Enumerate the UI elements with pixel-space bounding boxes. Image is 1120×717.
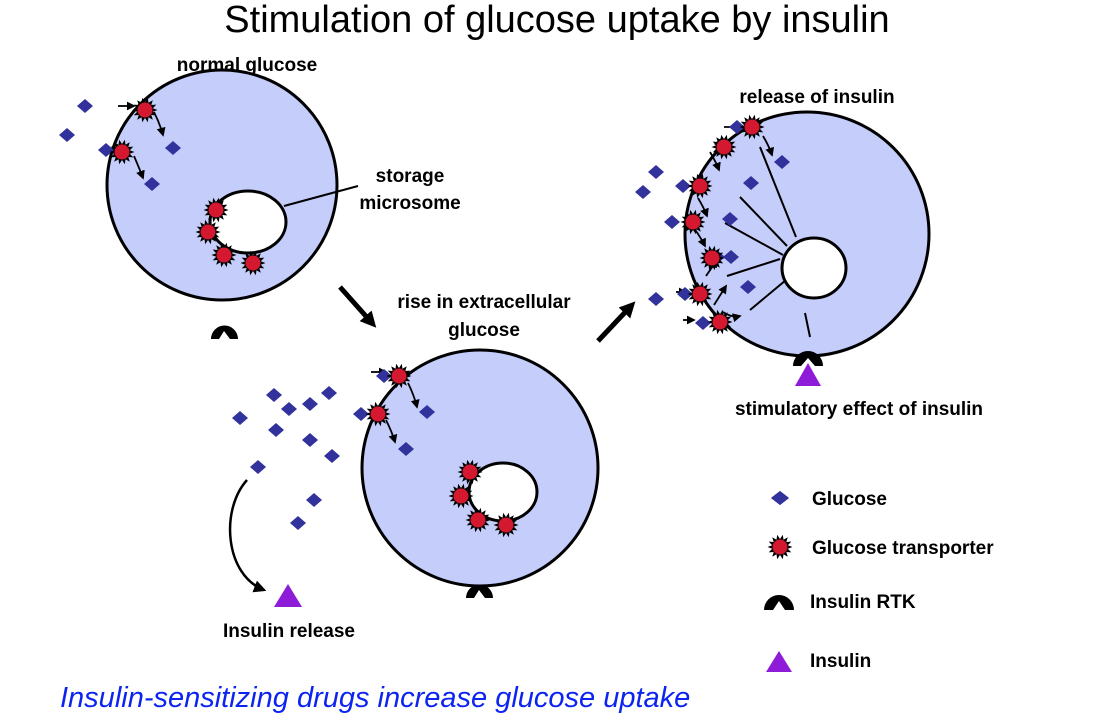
glucose-diamond <box>723 250 739 264</box>
glucose-diamond <box>165 141 181 155</box>
legend-insulin-icon <box>766 651 792 672</box>
glucose-group <box>59 99 790 530</box>
glucose-transporter-icon <box>465 507 491 533</box>
glucose-transporter-icon <box>448 483 474 509</box>
insulin-rtk-stimulated <box>793 351 823 366</box>
glucose-diamond <box>722 212 738 226</box>
caption: Insulin-sensitizing drugs increase gluco… <box>60 682 690 714</box>
glucose-transporter-icon <box>687 173 713 199</box>
glucose-diamond <box>648 292 664 306</box>
legend: Glucose Glucose transporter Insulin RTK … <box>764 489 994 672</box>
glucose-diamond <box>774 155 790 169</box>
glucose-diamond <box>353 407 369 421</box>
glucose-diamond <box>302 397 318 411</box>
glucose-transporter-icon <box>457 459 483 485</box>
label-normal-glucose: normal glucose <box>177 55 317 76</box>
glucose-transporter-icon <box>195 219 221 245</box>
glucose-diamond <box>281 402 297 416</box>
glucose-diamond <box>232 411 248 425</box>
glucose-diamond <box>740 280 756 294</box>
glucose-transporter-icon <box>739 114 765 140</box>
glucose-diamond <box>77 99 93 113</box>
glucose-diamond <box>59 128 75 142</box>
glucose-diamond <box>729 120 745 134</box>
glucose-diamond <box>321 386 337 400</box>
glucose-diamond <box>648 165 664 179</box>
glucose-diamond <box>398 442 414 456</box>
glucose-transporter-icon <box>132 97 158 123</box>
label-rise: rise in extracellular <box>397 292 571 313</box>
insulin-bound <box>795 363 821 386</box>
glucose-diamond <box>743 176 759 190</box>
glucose-diamond <box>290 516 306 530</box>
stage-arrow-down <box>338 285 377 328</box>
glucose-diamond <box>250 460 266 474</box>
legend-rtk-label: Insulin RTK <box>810 592 916 613</box>
glucose-transporter-icon <box>240 250 266 276</box>
glucose-transporter-icon <box>767 534 793 560</box>
glucose-diamond <box>268 423 284 437</box>
glucose-diamond <box>324 449 340 463</box>
insulin-rtk-rise <box>466 584 493 598</box>
transporter-group <box>109 97 765 538</box>
glucose-transporter-icon <box>211 242 237 268</box>
glucose-transporter-icon <box>386 363 412 389</box>
insulin-rtk-normal <box>211 325 238 339</box>
glucose-diamond <box>675 179 691 193</box>
storage-pointer-line <box>283 185 359 207</box>
glucose-transporter-icon <box>203 197 229 223</box>
glucose-diamond <box>306 493 322 507</box>
insulin-release-arrow <box>228 479 267 593</box>
glucose-transporter-icon <box>365 401 391 427</box>
glucose-diamond <box>266 388 282 402</box>
glucose-diamond <box>376 369 392 383</box>
insulin-released <box>274 584 302 607</box>
glucose-transporter-icon <box>109 139 135 165</box>
legend-insulin-label: Insulin <box>810 651 871 672</box>
stage-arrow-up <box>596 301 636 343</box>
label-insulin-release: Insulin release <box>223 621 355 642</box>
glucose-diamond <box>635 185 651 199</box>
label-release-of-insulin: release of insulin <box>739 87 894 108</box>
glucose-diamond <box>677 287 693 301</box>
storage-microsome-3 <box>780 236 848 300</box>
diagram-title: Stimulation of glucose uptake by insulin <box>224 0 889 41</box>
translocation-lines <box>724 146 811 338</box>
glucose-diamond <box>144 177 160 191</box>
glucose-diamond <box>98 143 114 157</box>
legend-glucose-label: Glucose <box>812 489 887 510</box>
glucose-transporter-icon <box>493 512 519 538</box>
label-glucose: glucose <box>448 320 520 341</box>
legend-rtk-icon <box>764 595 794 610</box>
glucose-diamond <box>695 316 711 330</box>
legend-glucose-icon <box>771 491 789 505</box>
label-stimulatory-effect: stimulatory effect of insulin <box>735 399 983 420</box>
glucose-diamond <box>419 405 435 419</box>
legend-transporter-icon <box>767 534 793 560</box>
glucose-diamond <box>302 433 318 447</box>
glucose-transporter-icon <box>699 245 725 271</box>
label-microsome: microsome <box>359 193 460 214</box>
label-storage: storage <box>376 166 445 187</box>
glucose-transporter-icon <box>707 309 733 335</box>
legend-transporter-label: Glucose transporter <box>812 538 994 559</box>
glucose-transporter-icon <box>680 209 706 235</box>
uptake-arrows <box>118 101 774 444</box>
glucose-transporter-icon <box>711 134 737 160</box>
glucose-transporter-icon <box>687 281 713 307</box>
glucose-diamond <box>664 215 680 229</box>
